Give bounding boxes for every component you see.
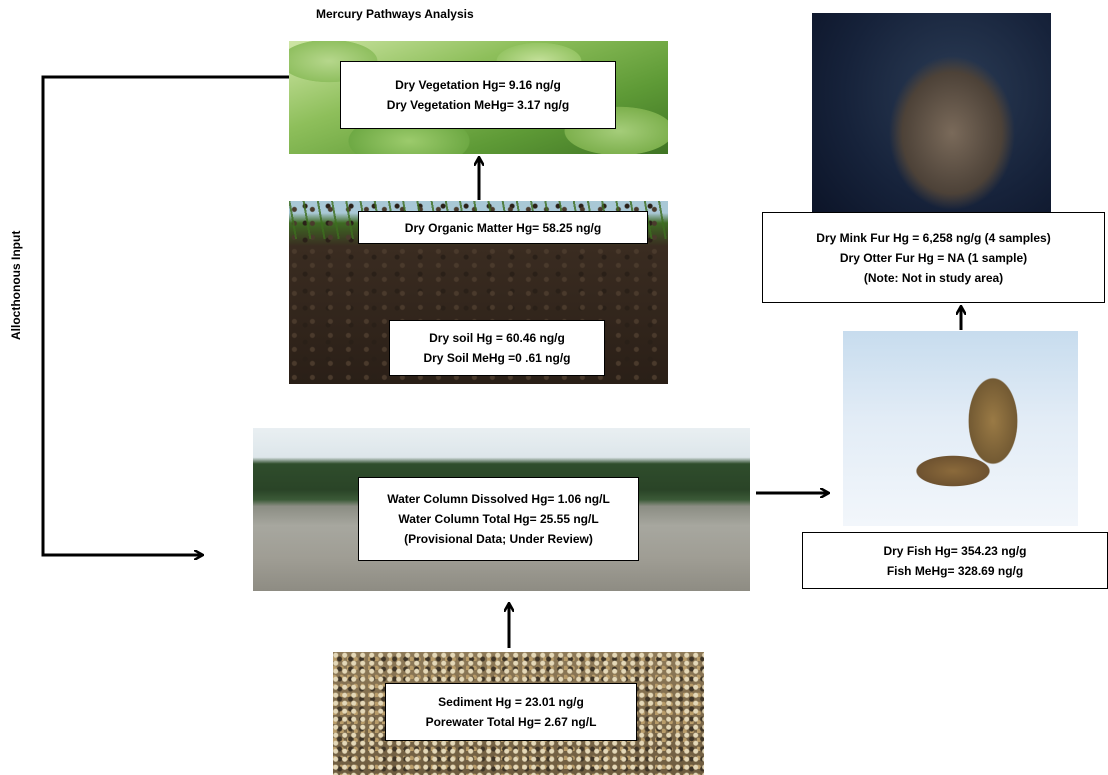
vegetation-label: Dry Vegetation Hg= 9.16 ng/g Dry Vegetat… bbox=[340, 61, 616, 129]
fish-mehg: Fish MeHg= 328.69 ng/g bbox=[886, 563, 1024, 578]
otter-photo bbox=[812, 13, 1051, 213]
soil-mehg: Dry Soil MeHg =0 .61 ng/g bbox=[423, 351, 571, 365]
fish-photo bbox=[843, 331, 1078, 526]
water-label: Water Column Dissolved Hg= 1.06 ng/L Wat… bbox=[358, 477, 639, 561]
water-total-hg: Water Column Total Hg= 25.55 ng/L bbox=[398, 512, 599, 526]
porewater-hg: Porewater Total Hg= 2.67 ng/L bbox=[425, 715, 597, 729]
water-dissolved-hg: Water Column Dissolved Hg= 1.06 ng/L bbox=[387, 492, 610, 506]
sediment-label: Sediment Hg = 23.01 ng/g Porewater Total… bbox=[385, 683, 637, 741]
mink-fur-hg: Dry Mink Fur Hg = 6,258 ng/g (4 samples) bbox=[816, 230, 1051, 245]
sediment-hg: Sediment Hg = 23.01 ng/g bbox=[438, 695, 584, 709]
vegetation-mehg: Dry Vegetation MeHg= 3.17 ng/g bbox=[386, 98, 570, 112]
fish-hg: Dry Fish Hg= 354.23 ng/g bbox=[883, 543, 1027, 558]
organic-matter-hg: Dry Organic Matter Hg= 58.25 ng/g bbox=[404, 220, 602, 235]
soil-hg: Dry soil Hg = 60.46 ng/g bbox=[429, 331, 565, 345]
fur-note: (Note: Not in study area) bbox=[863, 270, 1004, 285]
water-note: (Provisional Data; Under Review) bbox=[404, 532, 593, 546]
diagram-title: Mercury Pathways Analysis bbox=[316, 7, 474, 21]
fish-label: Dry Fish Hg= 354.23 ng/g Fish MeHg= 328.… bbox=[802, 532, 1108, 589]
soil-label: Dry soil Hg = 60.46 ng/g Dry Soil MeHg =… bbox=[389, 320, 605, 376]
vegetation-hg: Dry Vegetation Hg= 9.16 ng/g bbox=[395, 78, 561, 92]
allocthonous-arrow bbox=[41, 75, 289, 555]
organic-matter-label: Dry Organic Matter Hg= 58.25 ng/g bbox=[358, 211, 648, 244]
fur-label: Dry Mink Fur Hg = 6,258 ng/g (4 samples)… bbox=[762, 212, 1105, 303]
otter-fur-hg: Dry Otter Fur Hg = NA (1 sample) bbox=[839, 250, 1028, 265]
